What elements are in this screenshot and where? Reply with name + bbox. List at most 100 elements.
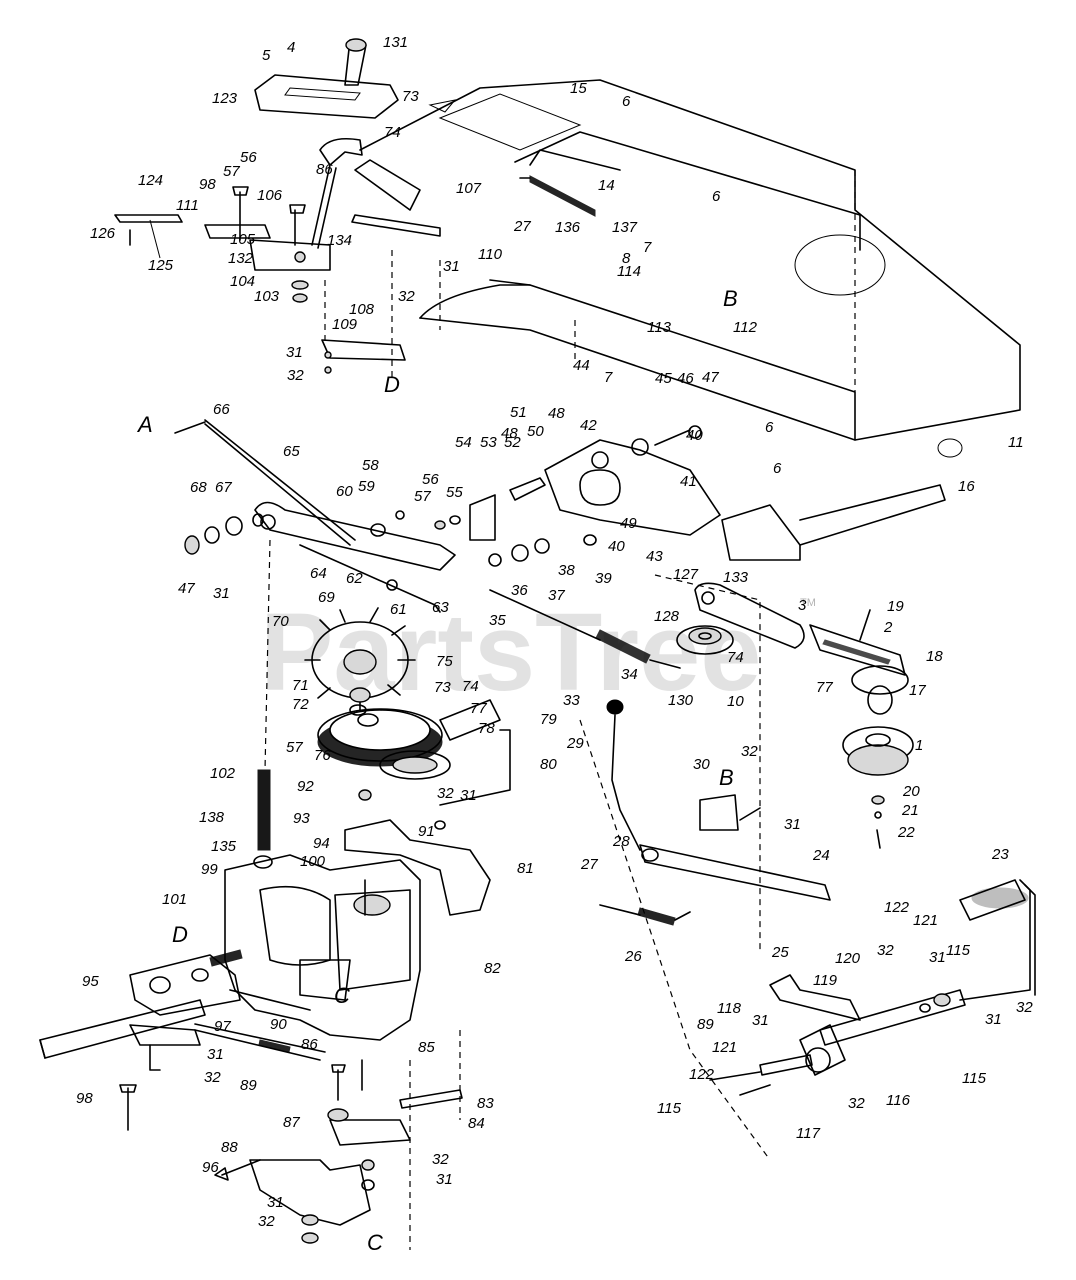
part-callout: 138: [199, 809, 225, 826]
part-callout: 57: [223, 163, 240, 180]
part-callout: 31: [929, 949, 946, 966]
part-callout: 110: [478, 246, 503, 263]
part-callout: 27: [513, 218, 531, 235]
part-callout: 116: [886, 1092, 911, 1109]
part-callout: 42: [580, 417, 597, 434]
part-callout: 125: [148, 257, 174, 274]
part-callout: 56: [240, 149, 257, 166]
spring-136: [519, 175, 596, 217]
part-callout: 71: [292, 677, 309, 694]
part-callout: 94: [313, 835, 330, 852]
part-callout: 11: [1008, 434, 1024, 451]
part-callout: 95: [82, 973, 99, 990]
part-callout: 74: [462, 678, 479, 695]
part-callout: 118: [717, 1000, 742, 1017]
part-callout: 56: [422, 471, 439, 488]
part-callout: 31: [213, 585, 230, 602]
part-callout: 92: [297, 778, 314, 795]
part-callout: 137: [612, 219, 638, 236]
part-callout: 35: [489, 612, 506, 629]
arm-43: [544, 425, 721, 536]
reference-letter: B: [723, 286, 738, 311]
part-callout: 81: [517, 860, 534, 877]
part-callout: 23: [991, 846, 1009, 863]
part-callout: 54: [455, 434, 472, 451]
part-callout: 82: [484, 960, 501, 977]
part-callout: 41: [680, 473, 697, 490]
part-callout: 39: [595, 570, 612, 587]
part-callout: 128: [654, 608, 680, 625]
washers-36-38: [488, 534, 597, 567]
pivot-54-60: [370, 477, 546, 541]
part-callout: 32: [848, 1095, 865, 1112]
part-callout: 117: [796, 1125, 821, 1142]
plate-108: [321, 339, 406, 374]
reference-letter: C: [367, 1230, 383, 1255]
part-callout: 31: [436, 1171, 453, 1188]
part-callout: 130: [668, 692, 694, 709]
rod-89-90: [194, 1023, 326, 1061]
part-callout: 48: [501, 425, 518, 442]
part-callout: 19: [887, 598, 904, 615]
part-callout: 98: [76, 1090, 93, 1107]
idler-pulley-128: [676, 625, 734, 655]
part-callout: 17: [909, 682, 926, 699]
part-callout: 88: [221, 1139, 238, 1156]
part-callout: 67: [215, 479, 232, 496]
bracket-97: [129, 1024, 201, 1071]
part-callout: 119: [813, 972, 838, 989]
pulley-78: [379, 699, 501, 780]
part-callout: 89: [240, 1077, 257, 1094]
part-callout: 104: [230, 273, 255, 290]
part-callout: 32: [741, 743, 758, 760]
part-callout: 6: [773, 460, 782, 477]
part-callout: 24: [812, 847, 830, 864]
part-callout: 33: [563, 692, 580, 709]
part-callout: 6: [712, 188, 721, 205]
part-callout: 46: [677, 370, 694, 387]
transaxle-dashes: [264, 539, 771, 1250]
part-callout: 58: [362, 457, 379, 474]
part-callout: 10: [727, 693, 744, 710]
part-callout: 120: [835, 950, 861, 967]
part-callout: 15: [570, 80, 587, 97]
part-callout: 53: [480, 434, 497, 451]
part-callout: 37: [548, 587, 565, 604]
part-callout: 83: [477, 1095, 494, 1112]
part-callout: 14: [598, 177, 615, 194]
part-callout: 111: [176, 197, 199, 214]
part-callout: 63: [432, 599, 449, 616]
rod-29: [606, 699, 641, 851]
rod-24: [639, 844, 831, 901]
part-callout: 93: [293, 810, 310, 827]
part-callout: 49: [620, 515, 637, 532]
part-callout: 105: [230, 231, 256, 248]
part-callout: 31: [443, 258, 460, 275]
part-callout: 32: [287, 367, 304, 384]
transaxle-housing: [224, 769, 421, 1041]
part-callout: 122: [689, 1066, 715, 1083]
part-callout: 134: [327, 232, 352, 249]
part-callout: 48: [548, 405, 565, 422]
bolts-96-98-86: [119, 1059, 363, 1181]
part-callout: 132: [228, 250, 254, 267]
part-callout: 62: [346, 570, 363, 587]
part-callout: 77: [816, 679, 833, 696]
part-callout: 27: [580, 856, 598, 873]
part-callout: 55: [446, 484, 463, 501]
part-callout: 98: [199, 176, 216, 193]
part-callout: 106: [257, 187, 283, 204]
watermark: PartsTree: [260, 591, 761, 714]
part-callout: 45: [655, 370, 672, 387]
bracket-30: [699, 794, 761, 831]
part-callout: 32: [437, 785, 454, 802]
chassis-frame: [359, 79, 1021, 561]
shift-lever-arm: [311, 137, 441, 380]
part-callout: 25: [771, 944, 789, 961]
part-callout: 47: [178, 580, 195, 597]
reference-letter: D: [172, 922, 188, 947]
part-callout: 21: [901, 802, 919, 819]
part-callout: 114: [617, 263, 641, 280]
part-callout: 97: [214, 1018, 231, 1035]
